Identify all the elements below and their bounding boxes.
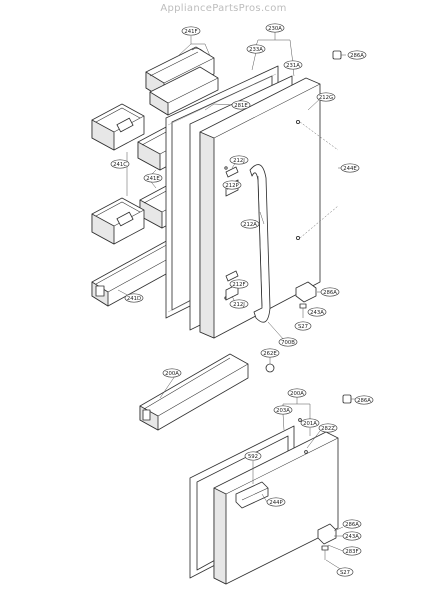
- svg-text:S27: S27: [298, 324, 308, 330]
- svg-text:243A: 243A: [345, 534, 359, 540]
- svg-text:233A: 233A: [249, 47, 263, 53]
- callout-200a-door: 200A: [287, 388, 307, 398]
- svg-text:212F: 212F: [232, 282, 245, 288]
- svg-text:212G: 212G: [319, 95, 333, 101]
- callout-241e: 241E: [143, 173, 163, 183]
- callout-200a-bin: 200A: [162, 368, 182, 378]
- callout-700b: 700B: [278, 337, 298, 347]
- svg-text:262E: 262E: [263, 351, 277, 357]
- callout-286a-mid: 286A: [320, 287, 340, 297]
- callout-241d: 241D: [124, 293, 144, 303]
- svg-text:700B: 700B: [281, 340, 295, 346]
- svg-text:241F: 241F: [184, 29, 197, 35]
- callout-244p: 244P: [266, 497, 286, 507]
- callout-262e: 262E: [260, 348, 280, 358]
- svg-text:200A: 200A: [165, 371, 179, 377]
- callout-231a: 231A: [283, 60, 303, 70]
- svg-text:244E: 244E: [343, 166, 357, 172]
- svg-text:201A: 201A: [303, 421, 317, 427]
- callout-230a: 230A: [265, 23, 285, 33]
- svg-text:286A: 286A: [357, 398, 371, 404]
- svg-text:S27: S27: [340, 570, 350, 576]
- callout-243a-bottom: 243A: [342, 531, 362, 541]
- callout-212g: 212G: [316, 92, 336, 102]
- callout-286a-top: 286A: [347, 50, 367, 60]
- svg-text:282Z: 282Z: [321, 426, 335, 432]
- svg-text:283F: 283F: [345, 549, 358, 555]
- svg-text:241C: 241C: [113, 162, 127, 168]
- svg-text:592: 592: [248, 454, 258, 460]
- svg-text:286A: 286A: [345, 522, 359, 528]
- callout-212f: 212F: [229, 279, 249, 289]
- callout-s27-mid: S27: [294, 321, 312, 331]
- svg-text:212A: 212A: [243, 222, 257, 228]
- callout-212j-bottom: 212J: [229, 299, 249, 309]
- callout-241c: 241C: [110, 159, 130, 169]
- callout-s27-bottom: S27: [336, 567, 354, 577]
- callout-241f: 241F: [181, 26, 201, 36]
- svg-text:212J: 212J: [233, 158, 245, 164]
- door-bin-241f: [145, 46, 219, 116]
- svg-text:286A: 286A: [350, 53, 364, 59]
- callout-203a: 203A: [273, 405, 293, 415]
- callout-286a-bottom: 286A: [342, 519, 362, 529]
- svg-text:212P: 212P: [225, 183, 239, 189]
- small-bin-241c-bottom: [91, 197, 145, 245]
- svg-text:281E: 281E: [234, 103, 248, 109]
- callout-233a: 233A: [246, 44, 266, 54]
- svg-text:243A: 243A: [310, 310, 324, 316]
- callout-243a-mid: 243A: [307, 307, 327, 317]
- hinge-assembly-middle: [295, 281, 317, 318]
- small-bin-241c-top: [91, 103, 145, 151]
- svg-text:286A: 286A: [323, 290, 337, 296]
- lower-door-200a: [213, 418, 339, 585]
- hinge-cap-286a-top: [332, 50, 346, 60]
- svg-text:230A: 230A: [268, 26, 282, 32]
- callout-212a: 212A: [240, 219, 260, 229]
- lower-handle-244p: [235, 481, 269, 509]
- callout-286a-low: 286A: [354, 395, 374, 405]
- site-watermark: AppliancePartsPros.com: [160, 3, 287, 14]
- svg-text:244P: 244P: [269, 500, 283, 506]
- svg-text:241E: 241E: [146, 176, 160, 182]
- callout-212p-top: 212P: [222, 180, 242, 190]
- callout-592: 592: [244, 451, 262, 461]
- svg-text:241D: 241D: [127, 296, 141, 302]
- svg-text:200A: 200A: [290, 391, 304, 397]
- svg-text:203A: 203A: [276, 408, 290, 414]
- svg-text:231A: 231A: [286, 63, 300, 69]
- crisper-bin-200a: [139, 353, 249, 431]
- svg-text:212J: 212J: [233, 302, 245, 308]
- door-handle-212a: [249, 164, 271, 323]
- callout-201a: 201A: [300, 418, 320, 428]
- callout-281e: 281E: [231, 100, 251, 110]
- callout-244e: 244E: [340, 163, 360, 173]
- hinge-cap-286a-low: [342, 394, 356, 404]
- hinge-assembly-bottom: [317, 523, 337, 560]
- ring-262e: [265, 357, 275, 373]
- callout-212j-top: 212J: [229, 155, 249, 165]
- callout-282z: 282Z: [318, 423, 338, 433]
- callout-283f: 283F: [342, 546, 362, 556]
